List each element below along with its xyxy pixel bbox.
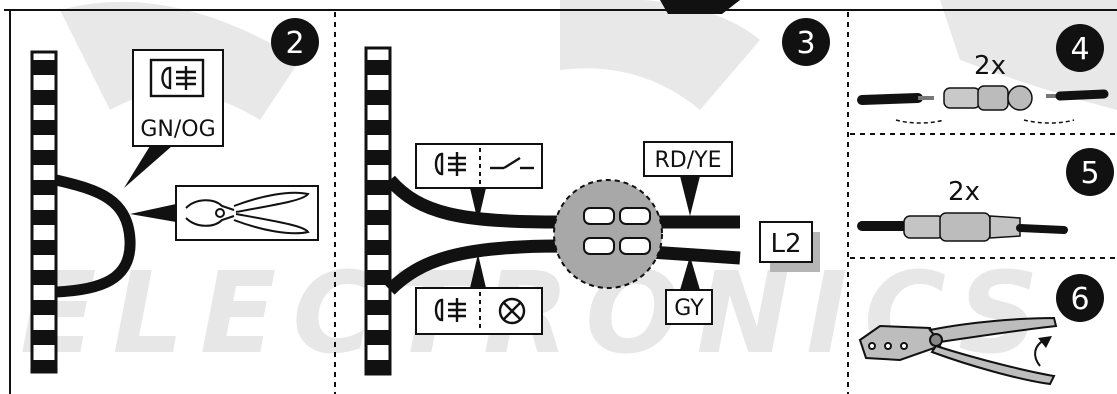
svg-text:4: 4 [1070,32,1089,67]
wire-loop [54,174,136,298]
wire-bottom-color-label: GY [674,296,704,321]
step-badge-6: 6 [1056,274,1104,322]
step-badge-5: 5 [1066,148,1114,196]
fog-lamp-icon [434,298,466,322]
wire-top [385,175,740,229]
quantity-label: 2x [974,51,1006,81]
panel-6: 6 [858,274,1104,386]
wire-end [1016,224,1068,234]
side-cutter-pliers-icon [185,191,310,235]
lamp-icon [498,297,526,325]
svg-text:3: 3 [796,26,815,61]
wire-harness [30,50,58,374]
panel-5: 5 2x [857,148,1114,242]
step-badge-3: 3 [782,18,830,66]
panel-4: 4 2x [857,24,1109,124]
switch-icon [490,156,534,170]
connection-detail [553,179,663,289]
butt-connector-icon [903,212,1021,242]
butt-connector-icon [943,85,1033,111]
step-badge-4: 4 [1056,24,1104,72]
quantity-label: 2x [948,177,980,207]
svg-text:6: 6 [1070,282,1089,317]
fog-lamp-icon [149,58,205,98]
svg-text:5: 5 [1080,156,1099,191]
panel-2: 2 GN/OG [30,18,319,374]
step-badge-2: 2 [271,18,319,66]
wire-harness [364,46,392,376]
wire-color-label: GN/OG [140,117,215,142]
wire-end [857,93,923,105]
wire-end [1055,89,1109,101]
wire-bottom [385,239,741,295]
crimping-tool-icon [858,316,1058,386]
svg-text:2: 2 [285,26,304,61]
connector-label: L2 [770,229,801,259]
fog-lamp-icon [434,152,466,176]
wire-top-color-label: RD/YE [655,148,722,173]
panel-3: 3 [364,18,830,376]
